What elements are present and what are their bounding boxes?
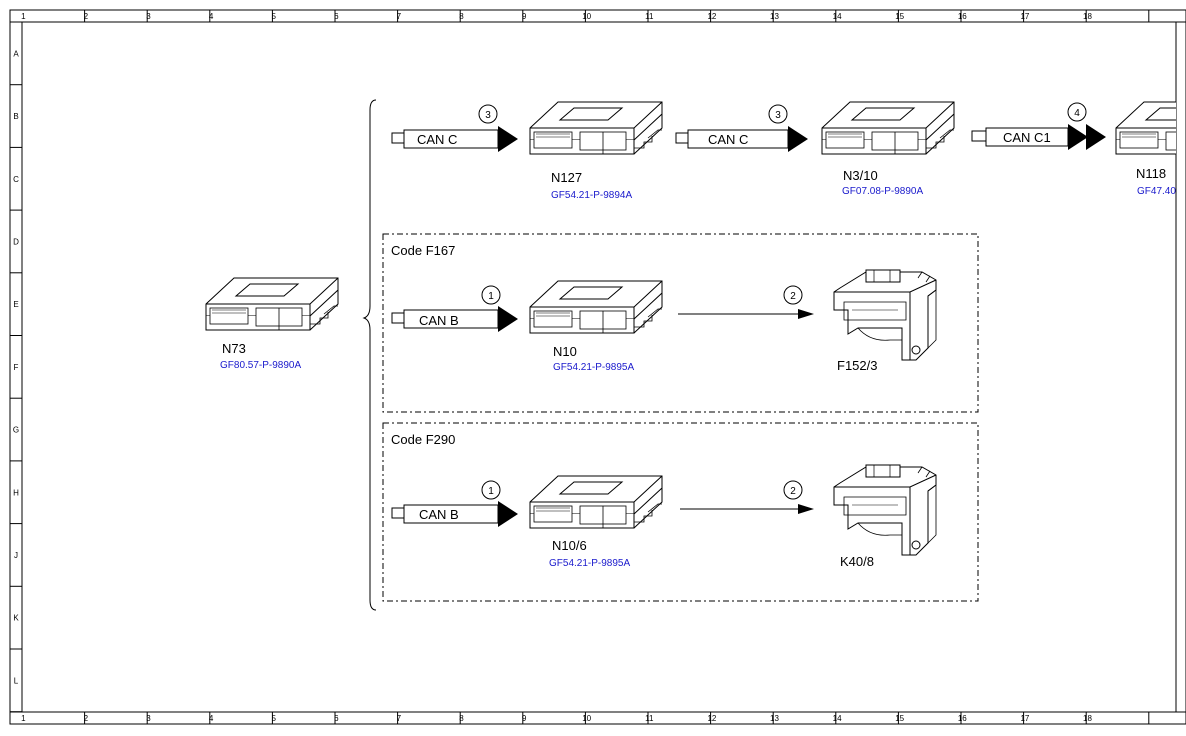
frame-column-number: 7 [397,714,402,723]
bus-arrow-can-b: CAN B 1 [391,285,518,332]
drawing-frame: 1122334455667788991010111112121313141415… [9,9,1186,725]
frame-column-number: 7 [397,12,402,21]
callout-number: 1 [488,291,494,302]
bus-arrow-can-b: CAN B 1 [391,480,518,527]
component-f152-3: F152/3 [833,269,937,373]
frame-column-number: 3 [146,12,151,21]
callout-number: 2 [790,486,796,497]
control-unit-n73: N73 GF80.57-P-9890A [205,277,339,371]
frame-row-letter: C [13,175,19,184]
frame-column-number: 4 [209,12,214,21]
bus-label: CAN C1 [1003,130,1051,145]
frame-column-number: 2 [84,12,89,21]
frame-column-number: 15 [895,12,904,21]
unit-ref-link-n10[interactable]: GF54.21-P-9895A [553,362,634,373]
callout-number: 3 [775,110,781,121]
signal-line-arrow: 2 [678,285,814,319]
frame-column-number: 13 [770,12,779,21]
bus-arrow-can-c-2: CAN C 3 [675,104,808,152]
component-k40-8: K40/8 [833,464,937,569]
bus-arrow-can-c1: CAN C1 4 [971,102,1106,150]
unit-label-n3-10: N3/10 [843,168,878,183]
frame-column-number: 13 [770,714,779,723]
frame-row-letter: B [13,112,18,121]
frame-column-number: 14 [833,714,842,723]
frame-column-number: 3 [146,714,151,723]
frame-column-number: 17 [1020,714,1029,723]
unit-ref-link-n127[interactable]: GF54.21-P-9894A [551,190,632,201]
frame-column-number: 12 [707,12,716,21]
frame-column-number: 11 [645,12,654,21]
unit-ref-link-n118[interactable]: GF47.40 [1137,186,1176,197]
bus-label: CAN C [708,132,748,147]
control-unit-n127: N127 GF54.21-P-9894A [529,101,663,201]
frame-column-number: 8 [459,714,464,723]
frame-column-number: 6 [334,714,339,723]
frame-column-number: 10 [582,714,591,723]
frame-row-letter: D [13,237,19,246]
frame-column-number: 16 [958,714,967,723]
unit-ref-link-n73[interactable]: GF80.57-P-9890A [220,360,301,371]
control-unit-n118: N118 GF47.40 [1115,101,1176,197]
frame-column-number: 9 [522,714,527,723]
group-title: Code F167 [391,243,455,258]
callout-number: 3 [485,110,491,121]
frame-column-number: 2 [84,714,89,723]
frame-row-letter: E [13,300,18,309]
control-unit-n10-6: N10/6 GF54.21-P-9895A [529,475,663,569]
bus-label: CAN C [417,132,457,147]
frame-column-number: 18 [1083,714,1092,723]
bus-arrow-can-c-1: CAN C 3 [391,104,518,152]
unit-label-n73: N73 [222,341,246,356]
control-unit-n3-10: N3/10 GF07.08-P-9890A [821,101,955,197]
unit-ref-link-n3-10[interactable]: GF07.08-P-9890A [842,186,923,197]
control-unit-n10: N10 GF54.21-P-9895A [529,280,663,373]
component-label-f152-3: F152/3 [837,358,877,373]
unit-label-n10-6: N10/6 [552,538,587,553]
frame-column-number: 17 [1020,12,1029,21]
callout-number: 2 [790,291,796,302]
bus-label: CAN B [419,313,459,328]
frame-column-number: 1 [21,12,26,21]
unit-label-n118: N118 [1136,166,1166,181]
frame-row-letter: F [14,363,19,372]
frame-column-number: 5 [271,12,276,21]
callout-number: 4 [1074,108,1080,119]
callout-number: 1 [488,486,494,497]
frame-column-number: 5 [271,714,276,723]
frame-row-letter: H [13,488,19,497]
frame-row-letter: L [14,676,19,685]
group-title: Code F290 [391,432,455,447]
frame-column-number: 11 [645,714,654,723]
frame-column-number: 12 [707,714,716,723]
branch-brace [362,99,377,611]
frame-column-number: 9 [522,12,527,21]
frame-row-letter: J [14,551,18,560]
option-group-code-f290: Code F290 CAN B 1 N10/6 GF54.21-P-9895A … [382,422,979,602]
option-group-code-f167: Code F167 CAN B 1 N10 GF54.21-P-9895A 2 … [382,233,979,413]
frame-row-letter: G [13,426,19,435]
can-c-chain: CAN C 3 N127 GF54.21-P-9894A CAN C 3 N3/… [391,101,1176,201]
frame-row-letter: A [13,49,19,58]
frame-column-number: 1 [21,714,26,723]
frame-column-number: 15 [895,714,904,723]
unit-ref-link-n10-6[interactable]: GF54.21-P-9895A [549,558,630,569]
frame-column-number: 18 [1083,12,1092,21]
frame-row-letter: K [13,614,19,623]
signal-line-arrow: 2 [680,480,814,514]
unit-label-n10: N10 [553,344,577,359]
frame-column-number: 8 [459,12,464,21]
frame-column-number: 14 [833,12,842,21]
component-label-k40-8: K40/8 [840,554,874,569]
frame-column-number: 10 [582,12,591,21]
frame-column-number: 6 [334,12,339,21]
bus-label: CAN B [419,507,459,522]
unit-label-n127: N127 [551,170,582,185]
frame-column-number: 4 [209,714,214,723]
frame-column-number: 16 [958,12,967,21]
